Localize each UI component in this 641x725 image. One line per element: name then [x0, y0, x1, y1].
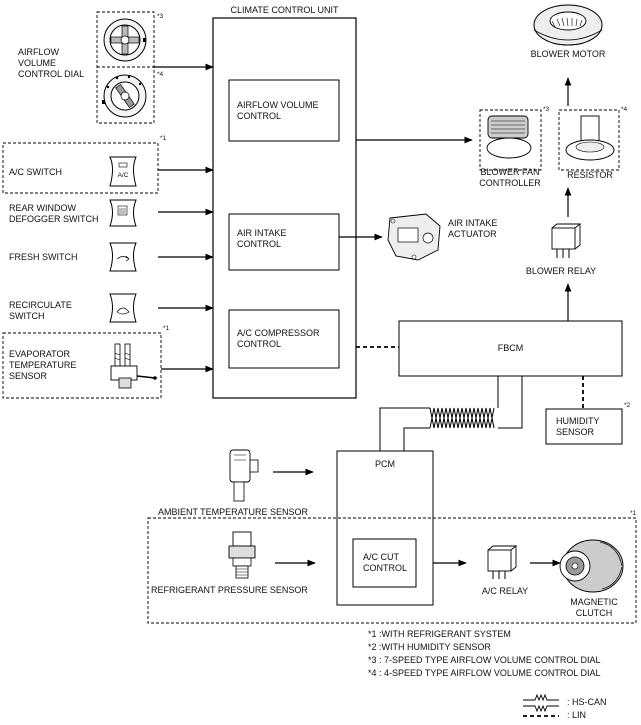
ac-cut-control-box	[352, 538, 417, 588]
marker-dial-7: *3	[157, 13, 164, 20]
marker-refrigerant-system: *1	[630, 510, 637, 517]
ac-switch-dashed	[2, 142, 159, 194]
evaporator-label: EVAPORATOR TEMPERATURE SENSOR	[9, 349, 77, 381]
airflow-dial-label: AIRFLOW VOLUME CONTROL DIAL	[18, 47, 85, 79]
ac-relay-icon	[487, 545, 518, 579]
note-2: *2 :WITH HUMIDITY SENSOR	[368, 642, 491, 652]
blower-controller-dashed	[479, 109, 542, 171]
recirculate-label: RECIRCULATE SWITCH	[9, 300, 72, 321]
air-intake-actuator-label: AIR INTAKE ACTUATOR	[448, 218, 498, 239]
pcm-label: PCM	[375, 459, 395, 469]
resistor-icon	[565, 115, 615, 161]
marker-resistor: *4	[621, 106, 628, 113]
marker-dial-4: *4	[157, 71, 164, 78]
ac-cut-control-label: A/C CUT CONTROL	[363, 552, 408, 573]
ac-compressor-control-box	[228, 309, 340, 369]
humidity-sensor-box	[545, 408, 623, 445]
note-3: *3 : 7-SPEED TYPE AIRFLOW VOLUME CONTROL…	[368, 655, 601, 665]
blower-fan-controller-label: BLOWER FAN CONTROLLER	[479, 167, 541, 188]
fresh-switch-icon	[109, 242, 137, 272]
evaporator-sensor-icon	[110, 343, 157, 389]
dial-7-speed-icon	[103, 18, 147, 62]
marker-blower-controller: *3	[543, 106, 550, 113]
hs-can-bus	[379, 376, 523, 451]
marker-humidity: *2	[624, 402, 631, 409]
humidity-label: HUMIDITY SENSOR	[556, 416, 600, 437]
magnetic-clutch-label: MAGNETIC CLUTCH	[570, 597, 618, 618]
evaporator-dashed	[2, 332, 162, 399]
ac-compressor-control-label: A/C COMPRESSOR CONTROL	[237, 328, 320, 349]
legend-lin-label: : LIN	[567, 710, 587, 720]
ambient-temperature-sensor-icon	[229, 449, 259, 502]
resistor-label: RESISTOR	[567, 170, 613, 180]
fbcm-box	[398, 320, 623, 377]
refrigerant-label: REFRIGERANT PRESSURE SENSOR	[151, 585, 308, 595]
ac-switch-icon-label: A/C	[117, 172, 129, 179]
blower-motor-label: BLOWER MOTOR	[530, 49, 606, 59]
fresh-switch-label: FRESH SWITCH	[9, 252, 78, 262]
fbcm-label: FBCM	[497, 343, 524, 353]
magnetic-clutch-icon	[559, 539, 624, 593]
blower-relay-label: BLOWER RELAY	[525, 266, 597, 276]
dial-4-speed-icon	[102, 74, 147, 118]
blower-fan-controller-icon	[486, 115, 532, 159]
ccu-box	[212, 17, 357, 399]
note-4: *4 : 4-SPEED TYPE AIRFLOW VOLUME CONTROL…	[368, 668, 601, 678]
pcm-box	[336, 450, 434, 606]
legend-hs-can-label: : HS-CAN	[567, 697, 607, 707]
airflow-volume-control-box	[228, 79, 340, 142]
ambient-label: AMBIENT TEMPERATURE SENSOR	[158, 507, 309, 517]
air-intake-control-label: AIR INTAKE CONTROL	[237, 228, 287, 249]
refrigerant-pressure-sensor-icon	[228, 531, 256, 579]
blower-motor-icon	[533, 4, 603, 46]
refrigerant-system-dashed	[147, 517, 637, 624]
defogger-switch-icon	[109, 199, 137, 227]
resistor-dashed	[558, 109, 620, 171]
legend-hs-can-symbol	[523, 693, 559, 713]
airflow-volume-control-label: AIRFLOW VOLUME CONTROL	[237, 100, 319, 121]
marker-ac-switch: *1	[160, 135, 167, 142]
note-1: *1 :WITH REFRIGERANT SYSTEM	[368, 629, 511, 639]
rear-defogger-label: REAR WINDOW DEFOGGER SWITCH	[9, 203, 99, 224]
marker-evaporator: *1	[163, 325, 170, 332]
blower-relay-icon	[551, 223, 582, 258]
ac-relay-label: A/C RELAY	[481, 586, 529, 596]
air-intake-control-box	[228, 213, 340, 271]
air-intake-actuator-icon	[387, 213, 441, 261]
ac-switch-label: A/C SWITCH	[9, 167, 62, 177]
ac-switch-icon	[109, 156, 137, 187]
ccu-title: CLIMATE CONTROL UNIT	[230, 5, 339, 15]
recirculate-switch-icon	[109, 293, 137, 323]
